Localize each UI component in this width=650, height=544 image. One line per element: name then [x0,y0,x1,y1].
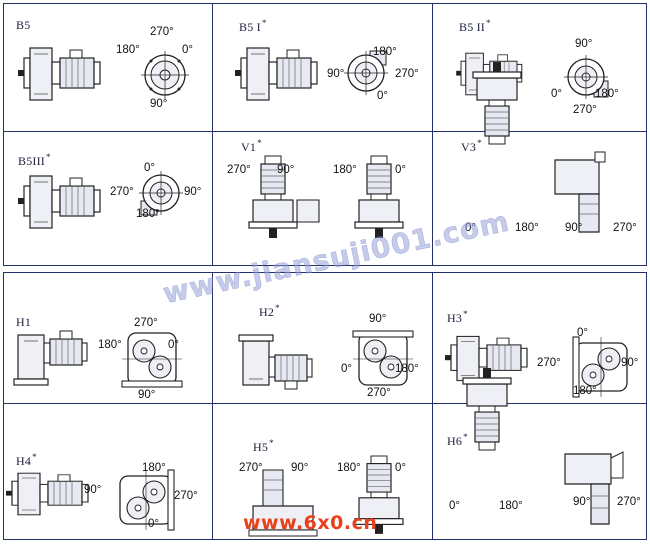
angle-right: 270° [395,68,419,80]
gear-end-drawing [119,469,175,531]
position-label: B5 [16,18,31,32]
angle-left-2: 180° [333,164,357,176]
cell-v3: V3* 0° 180° 90° 270° [433,61,646,265]
angle-left-1: 0° [465,222,476,234]
angle-top: 270° [150,26,174,38]
vertical-end-drawing [551,152,621,242]
angle-right: 0° [168,339,179,351]
cell-b5-i: B5 I* 180° 90° 270° 0° [213,4,432,131]
position-label: V3* [461,138,482,154]
position-label: H5* [253,438,274,454]
vertical-end-drawing [563,448,633,534]
angle-top: 0° [577,327,588,339]
side-view-drawing [17,175,101,229]
position-label: H2* [259,303,280,319]
top-divider-v1 [212,4,214,265]
angle-left-2: 90° [565,222,583,234]
angle-bottom: 180° [136,208,160,220]
cell-h3: H3* 0° 270° 90° 180° [433,273,646,403]
angle-left: 270° [537,357,561,369]
angle-bottom: 270° [367,387,391,399]
vertical-view-drawing [249,470,329,540]
angle-right: 180° [395,363,419,375]
cell-h6: H6* 0° 180° 90° 270° [433,367,646,539]
flange-view-drawing [140,50,190,100]
angle-right-2: 0° [395,164,406,176]
angle-right-1: 180° [515,222,539,234]
angle-left: 0° [341,363,352,375]
angle-right-2: 0° [395,462,406,474]
angle-left-1: 270° [227,164,251,176]
side-view-drawing [5,472,89,516]
angle-right: 270° [174,490,198,502]
angle-right-1: 180° [499,500,523,512]
cell-h5: H5* 270° 90° 180° 0° [213,404,432,539]
position-label: B5III* [18,152,51,168]
brand-text: www.6x0.cn [243,512,378,534]
gear-end-drawing [352,330,414,386]
angle-right-1: 90° [277,164,295,176]
angle-right-1: 90° [291,462,309,474]
angle-left: 0° [551,88,562,100]
position-label: H6* [447,432,468,448]
angle-right-2: 270° [613,222,637,234]
angle-top: 90° [369,313,387,325]
cell-b5-iii: B5III* 0° 270° 90° 180° [4,132,212,265]
angle-left: 180° [98,339,122,351]
angle-top: 270° [134,317,158,329]
angle-right: 90° [184,186,202,198]
cell-b5: B5 270° 180° 0° 90° [4,4,212,131]
cell-h4: H4* 90° 180° 270° 0° [4,404,212,539]
angle-right: 180° [595,88,619,100]
position-label: B5 I* [239,18,267,34]
vertical-view-drawing [472,61,522,145]
bottom-divider-h [4,403,646,405]
angle-bottom: 180° [573,385,597,397]
angle-bottom: 270° [573,104,597,116]
vertical-view-drawing [248,155,329,239]
angle-right: 90° [621,357,639,369]
cell-h1: H1 270° 180° 0° 90° [4,273,212,403]
angle-left: 90° [84,484,102,496]
angle-left: 270° [110,186,134,198]
angle-bottom: 0° [148,518,159,530]
angle-bottom: 90° [138,389,156,401]
angle-left-2: 180° [337,462,361,474]
angle-left-1: 270° [239,462,263,474]
angle-left: 90° [327,68,345,80]
angle-top: 0° [144,162,155,174]
angle-top: 180° [373,46,397,58]
angle-left: 180° [116,44,140,56]
angle-right: 0° [182,44,193,56]
position-label: H1 [16,315,32,329]
side-view-drawing [13,330,88,386]
vertical-view-drawing [462,367,512,451]
position-label: H4* [16,452,37,468]
angle-left-2: 90° [573,496,591,508]
angle-top: 180° [142,462,166,474]
top-divider-v2 [432,4,434,265]
position-label: V1* [241,138,262,154]
side-view-drawing [238,334,313,390]
side-view-drawing [17,47,101,101]
cell-h2: H2* 90° 0° 180° 270° [213,273,432,403]
bottom-divider-v1 [212,273,214,539]
cell-v1: V1* 270° 90° 180° 0° [213,132,432,265]
bottom-panel: H1 270° 180° 0° 90° H2* 90° 0° 180° 270°… [3,272,647,540]
top-panel: B5 270° 180° 0° 90° B5 I* 180° 90° 270° … [3,3,647,266]
top-divider-h [4,131,646,133]
side-view-drawing [234,47,318,101]
position-label: H3* [447,309,468,325]
position-label: B5 II* [459,18,491,34]
angle-top: 90° [575,38,593,50]
angle-bottom: 90° [150,98,168,110]
cell-b5-ii: B5 II* 90° 0° 180° 270° [433,4,646,131]
bottom-divider-v2 [432,273,434,539]
angle-bottom: 0° [377,90,388,102]
angle-right-2: 270° [617,496,641,508]
angle-left-1: 0° [449,500,460,512]
